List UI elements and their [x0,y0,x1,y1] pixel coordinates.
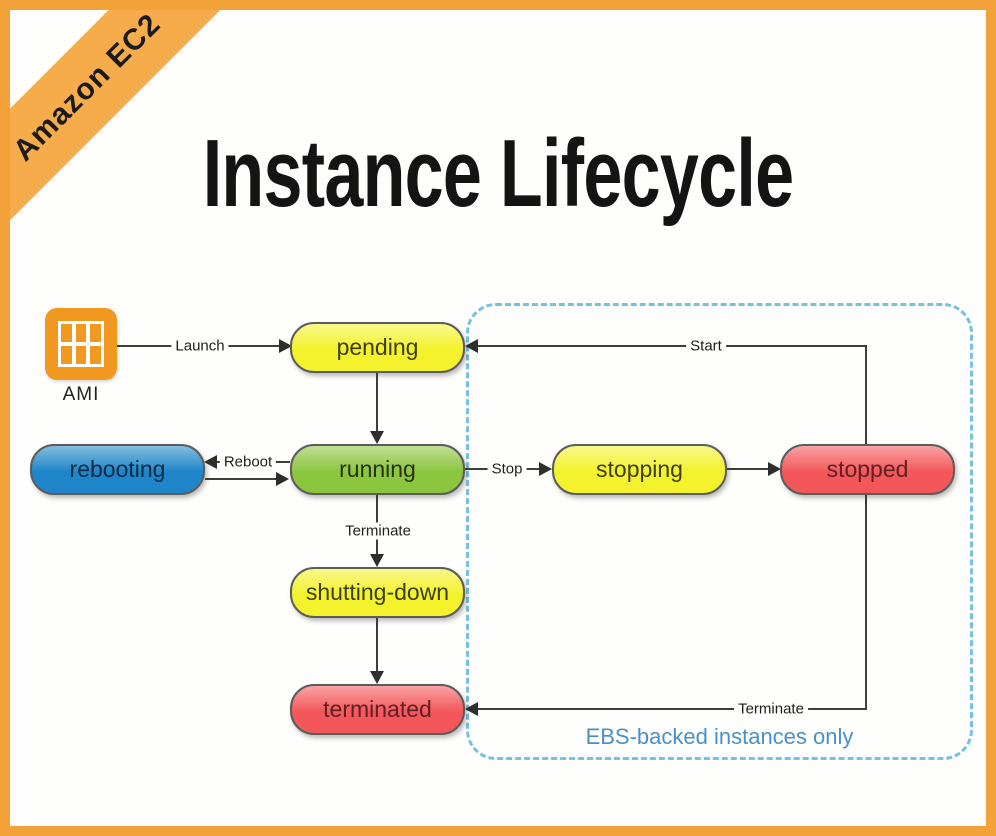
stopping-to-stopped-arrowhead [768,462,781,476]
state-node-shutting-down: shutting-down [290,567,465,618]
state-node-rebooting: rebooting [30,444,205,495]
terminate-running-arrowhead [370,554,384,567]
state-node-pending: pending [290,322,465,373]
launch-arrowhead [279,339,292,353]
rebooting-to-running-arrowhead [276,472,289,486]
ami-icon [45,308,117,380]
shutting-down-to-terminated-line [376,618,378,672]
ami-grid-cell [61,324,72,342]
terminate-stopped-label: Terminate [734,700,808,718]
ami-grid-cell [75,346,87,364]
pending-to-running-line [376,373,378,433]
ami-grid-icon [58,321,104,367]
state-node-terminated: terminated [290,684,465,735]
stop-label: Stop [487,460,527,478]
rebooting-to-running-line [205,478,278,480]
start-arrow-hline [477,345,867,347]
terminate-stopped-arrowhead [465,702,478,716]
ebs-backed-region-box [466,303,973,760]
ami-grid-cell [75,324,87,342]
terminate-stopped-vline [865,495,867,710]
state-node-running: running [290,444,465,495]
pending-to-running-arrowhead [370,431,384,444]
page-title: Instance Lifecycle [202,120,794,227]
state-node-stopped: stopped [780,444,955,495]
start-arrow-vline [865,347,867,444]
reboot-label: Reboot [219,453,277,471]
ami-grid-cell [90,346,101,364]
state-node-stopping: stopping [552,444,727,495]
terminate-stopped-hline [477,708,867,710]
stopping-to-stopped-line [727,468,770,470]
stop-arrowhead [539,462,552,476]
reboot-arrowhead [204,455,217,469]
start-arrowhead [465,339,478,353]
start-label: Start [686,337,726,355]
terminate-running-label: Terminate [341,522,415,540]
ami-label: AMI [62,384,100,405]
ami-grid-cell [61,346,72,364]
launch-label: Launch [171,337,229,355]
shutting-down-to-terminated-arrowhead [370,671,384,684]
ebs-backed-note: EBS-backed instances only [585,724,854,749]
ami-grid-cell [90,324,101,342]
